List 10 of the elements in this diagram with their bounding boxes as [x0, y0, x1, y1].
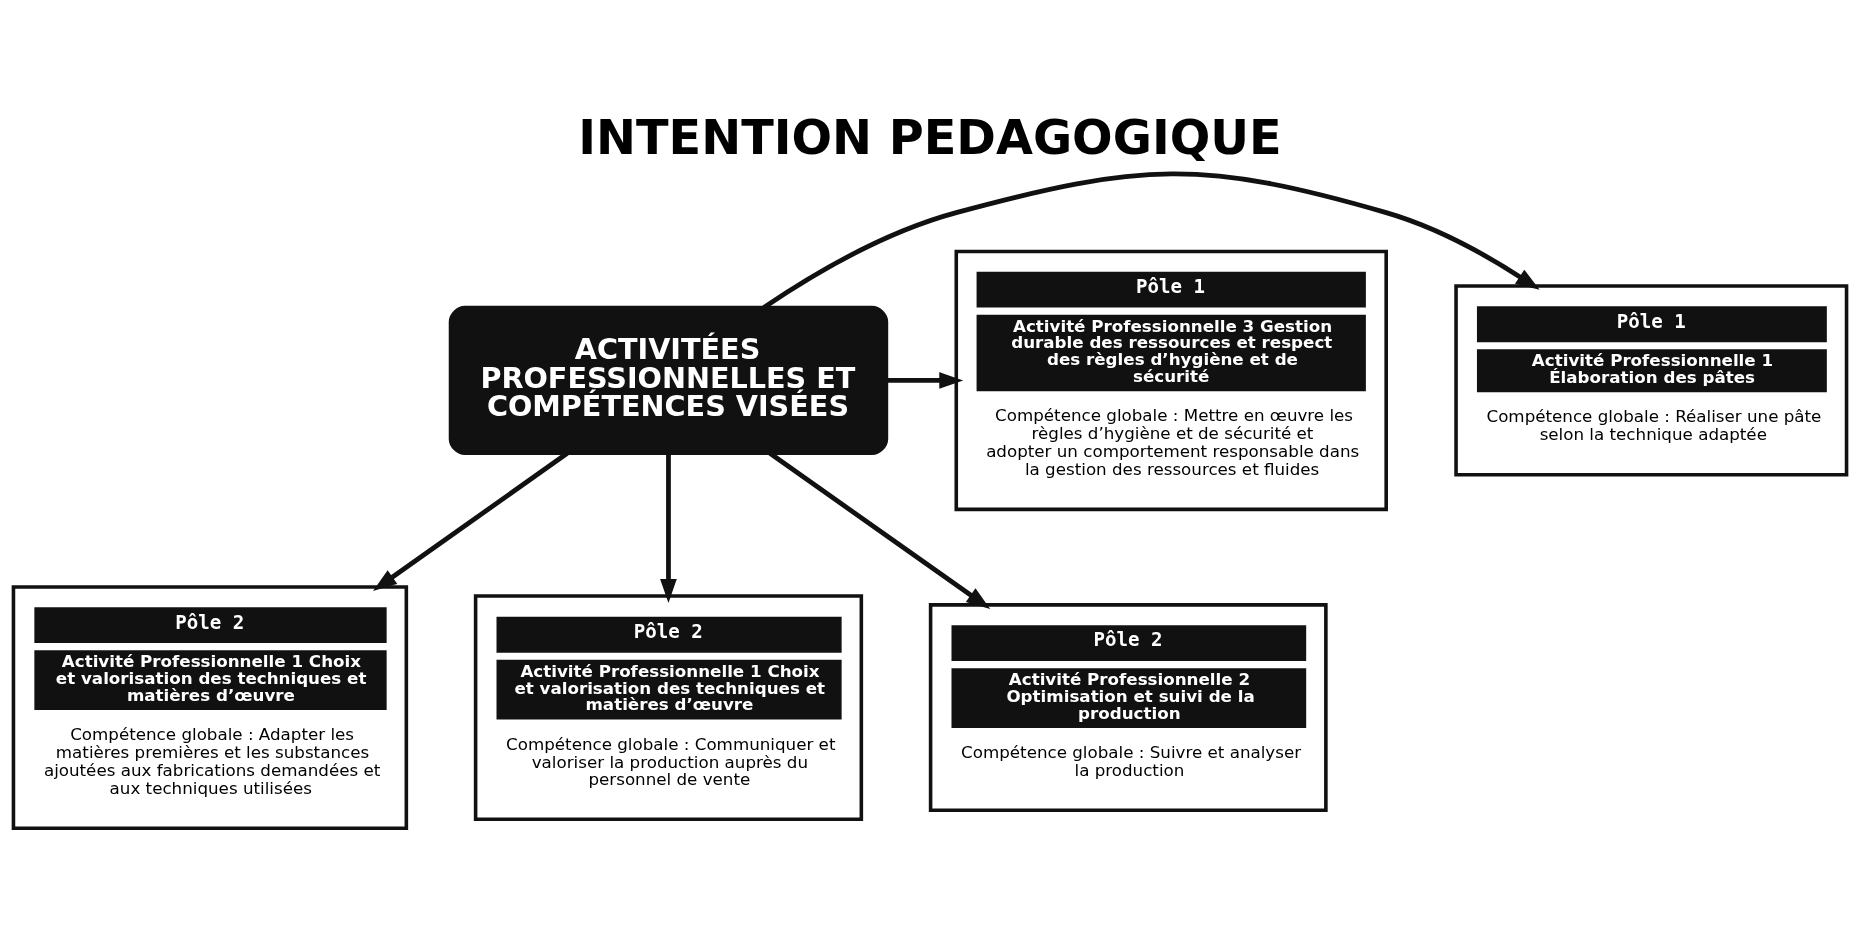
arrow [762, 171, 1540, 309]
node-box: Pôle 1 Activité Professionnelle 1 Élaboration des pâtes Compétence globale : Réaliser une pâte selon la technique adaptée [1454, 283, 1849, 477]
node-box: ACTIVITÉES PROFESSIONNELLES ET COMPÉTENCES VISÉES [448, 305, 889, 455]
node-box: Pôle 2 Activité Professionnelle 2 Optimisation et suivi de la production Compétence globale : Suivre et analyser la production [928, 602, 1328, 812]
node-box: Pôle 1 Activité Professionnelle 3 Gestion durable des ressources et respect des règles d’hygiène et de sécurité Compétence globale : Mettre en œuvre les règles d’hygiène et de sécurité et adopter un comportement responsable dans la gestion des ressources et fluides [954, 249, 1388, 511]
diagram-title: INTENTION PEDAGOGIQUE [578, 109, 1282, 165]
node-box: Pôle 2 Activité Professionnelle 1 Choix et valorisation des techniques et matières d’œuvre Compétence globale : Communiquer et valoriser la production auprès du personnel de vente [473, 593, 864, 821]
arrow [886, 371, 964, 389]
arrow [660, 452, 677, 603]
node-box: Pôle 2 Activité Professionnelle 1 Choix et valorisation des techniques et matières d’œuvre Compétence globale : Adapter les matières premières et les substances ajoutées aux fabrications demandées et aux techniques utilisées [11, 584, 409, 830]
